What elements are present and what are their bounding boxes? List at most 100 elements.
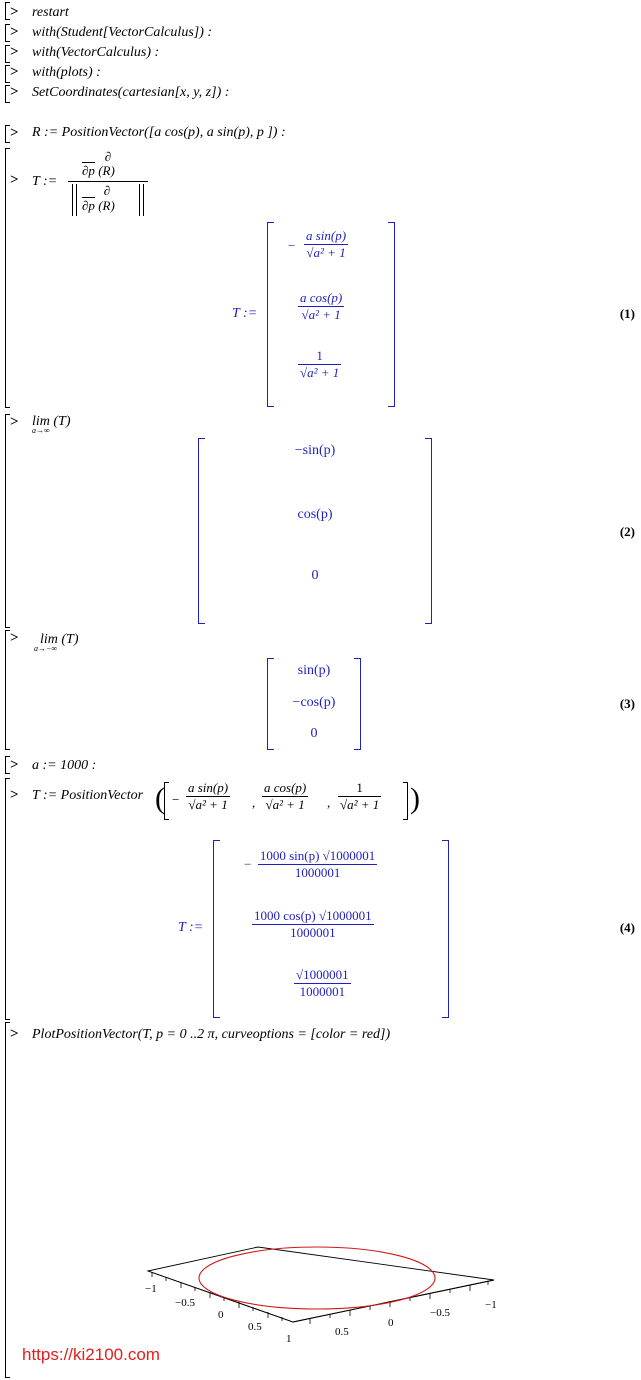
paren-left: (	[155, 782, 165, 815]
dp-symbol: ∂p	[82, 197, 95, 213]
limit-expr: lim (T)	[40, 632, 79, 647]
denominator: √a² + 1	[298, 306, 345, 323]
r-argument: (R)	[98, 163, 115, 178]
input-limit-neg-infinity[interactable]: lim (T) a→−∞	[34, 632, 79, 653]
input-limit-infinity[interactable]: lim (T) a→∞	[32, 414, 71, 435]
group-bracket[interactable]	[5, 756, 10, 774]
output-row: cos(p)	[297, 507, 333, 522]
group-bracket[interactable]	[5, 778, 10, 1020]
axis-left	[147, 1270, 294, 1323]
assignment-text: a := 1000 :	[32, 758, 97, 773]
minus-sign: −	[172, 792, 180, 807]
tick-label: 1	[286, 1333, 292, 1345]
group-bracket[interactable]	[5, 85, 10, 103]
input-with-vectorcalculus[interactable]: with(VectorCalculus) :	[32, 45, 160, 60]
t-lhs: T := PositionVector	[32, 788, 144, 803]
bracket-left	[164, 782, 169, 820]
input-t-definition[interactable]: T :=	[32, 174, 57, 190]
output-row: 0	[311, 568, 319, 583]
output-row: sin(p)	[297, 663, 331, 678]
tick-label: 0	[218, 1309, 224, 1321]
plot-3d[interactable]: −1 −0.5 0 0.5 1 0.5 0 −0.5 −1	[130, 1230, 510, 1345]
input-setcoordinates[interactable]: SetCoordinates(cartesian[x, y, z]) :	[32, 85, 230, 100]
prompt-icon: >	[10, 630, 19, 646]
group-bracket[interactable]	[5, 24, 10, 42]
prompt-icon: >	[10, 44, 19, 60]
output-row-1: − 1000 sin(p) √1000001 1000001	[244, 848, 378, 880]
group-bracket[interactable]	[5, 45, 10, 63]
tick-label: 0	[388, 1317, 394, 1329]
partial-symbol: ∂	[103, 183, 111, 198]
output-row: −cos(p)	[292, 695, 336, 710]
denominator: √a² + 1	[304, 244, 349, 261]
prompt-icon: >	[10, 172, 19, 188]
group-bracket[interactable]	[5, 2, 10, 20]
prompt-icon: >	[10, 84, 19, 100]
numerator: 1	[316, 348, 323, 363]
output-matrix-1: − a sin(p) √a² + 1 a cos(p) √a² + 1 1 √a…	[286, 228, 382, 396]
prompt-icon: >	[10, 414, 19, 430]
tick-label: 0.5	[335, 1326, 349, 1338]
prompt-icon: >	[10, 1026, 19, 1042]
input-t-positionvector[interactable]: T := PositionVector	[32, 788, 143, 804]
prompt-icon: >	[10, 757, 19, 773]
matrix-bracket-left	[267, 222, 274, 407]
prompt-icon: >	[10, 787, 19, 803]
denominator: √a² + 1	[298, 364, 342, 380]
comma: ,	[252, 795, 256, 810]
input-position-vector-r[interactable]: R := PositionVector([a cos(p), a sin(p),…	[32, 125, 286, 140]
limit-expr: lim (T)	[32, 414, 71, 429]
bracket-right	[403, 782, 408, 820]
dp-symbol: ∂p	[82, 162, 95, 178]
output-label: T :=	[178, 920, 204, 935]
group-bracket[interactable]	[5, 65, 10, 83]
matrix-bracket-left	[213, 840, 220, 1018]
limit-subscript: a→∞	[32, 426, 50, 435]
output-label: T :=	[232, 306, 258, 321]
limit-subscript: a→−∞	[34, 644, 58, 653]
watermark: https://ki2100.com	[22, 1345, 160, 1364]
t-lhs: T :=	[32, 174, 58, 189]
tick-label: −0.5	[430, 1307, 450, 1319]
arg2: a cos(p) √a² + 1	[262, 780, 309, 812]
tick-label: 0.5	[248, 1321, 262, 1333]
output-row-3: √1000001 1000001	[294, 967, 351, 999]
matrix-bracket-right	[388, 222, 395, 407]
ticks-left	[151, 1272, 283, 1321]
input-a-assignment[interactable]: a := 1000 :	[32, 758, 96, 774]
equation-label: (1)	[619, 306, 635, 321]
group-bracket[interactable]	[5, 125, 10, 143]
r-argument: (R)	[98, 198, 115, 213]
minus-sign: −	[288, 238, 296, 253]
group-bracket[interactable]	[5, 630, 10, 750]
t-fraction[interactable]: ∂ ∂p (R) ∂ ∂p (R)	[68, 150, 148, 218]
input-restart[interactable]: restart	[32, 5, 69, 20]
prompt-icon: >	[10, 64, 19, 80]
matrix-bracket-right	[425, 438, 432, 624]
matrix-bracket-right	[354, 658, 361, 750]
matrix-bracket-left	[198, 438, 205, 624]
plot-curve	[198, 1246, 436, 1310]
group-bracket[interactable]	[5, 148, 10, 408]
group-bracket[interactable]	[5, 1022, 10, 1378]
ticks-right	[309, 1281, 489, 1324]
output-row-2: 1000 cos(p) √1000001 1000001	[252, 908, 374, 940]
matrix-bracket-left	[267, 658, 274, 750]
input-with-plots[interactable]: with(plots) :	[32, 65, 101, 80]
output-row: 0	[310, 726, 318, 741]
paren-right: )	[410, 782, 420, 815]
equation-label: (2)	[619, 524, 635, 539]
tick-label: −0.5	[175, 1297, 195, 1309]
arg3: 1 √a² + 1	[338, 780, 382, 812]
group-bracket[interactable]	[5, 414, 10, 628]
comma: ,	[327, 795, 331, 810]
tick-label: −1	[145, 1283, 157, 1295]
partial-symbol: ∂	[104, 149, 112, 164]
input-with-student[interactable]: with(Student[VectorCalculus]) :	[32, 25, 213, 40]
output-row: −sin(p)	[294, 443, 336, 458]
numerator: a cos(p)	[300, 290, 343, 305]
axis-right	[292, 1279, 495, 1323]
input-plot-position-vector[interactable]: PlotPositionVector(T, p = 0 ..2 π, curve…	[32, 1027, 391, 1042]
prompt-icon: >	[10, 125, 19, 141]
numerator: a sin(p)	[306, 228, 347, 243]
